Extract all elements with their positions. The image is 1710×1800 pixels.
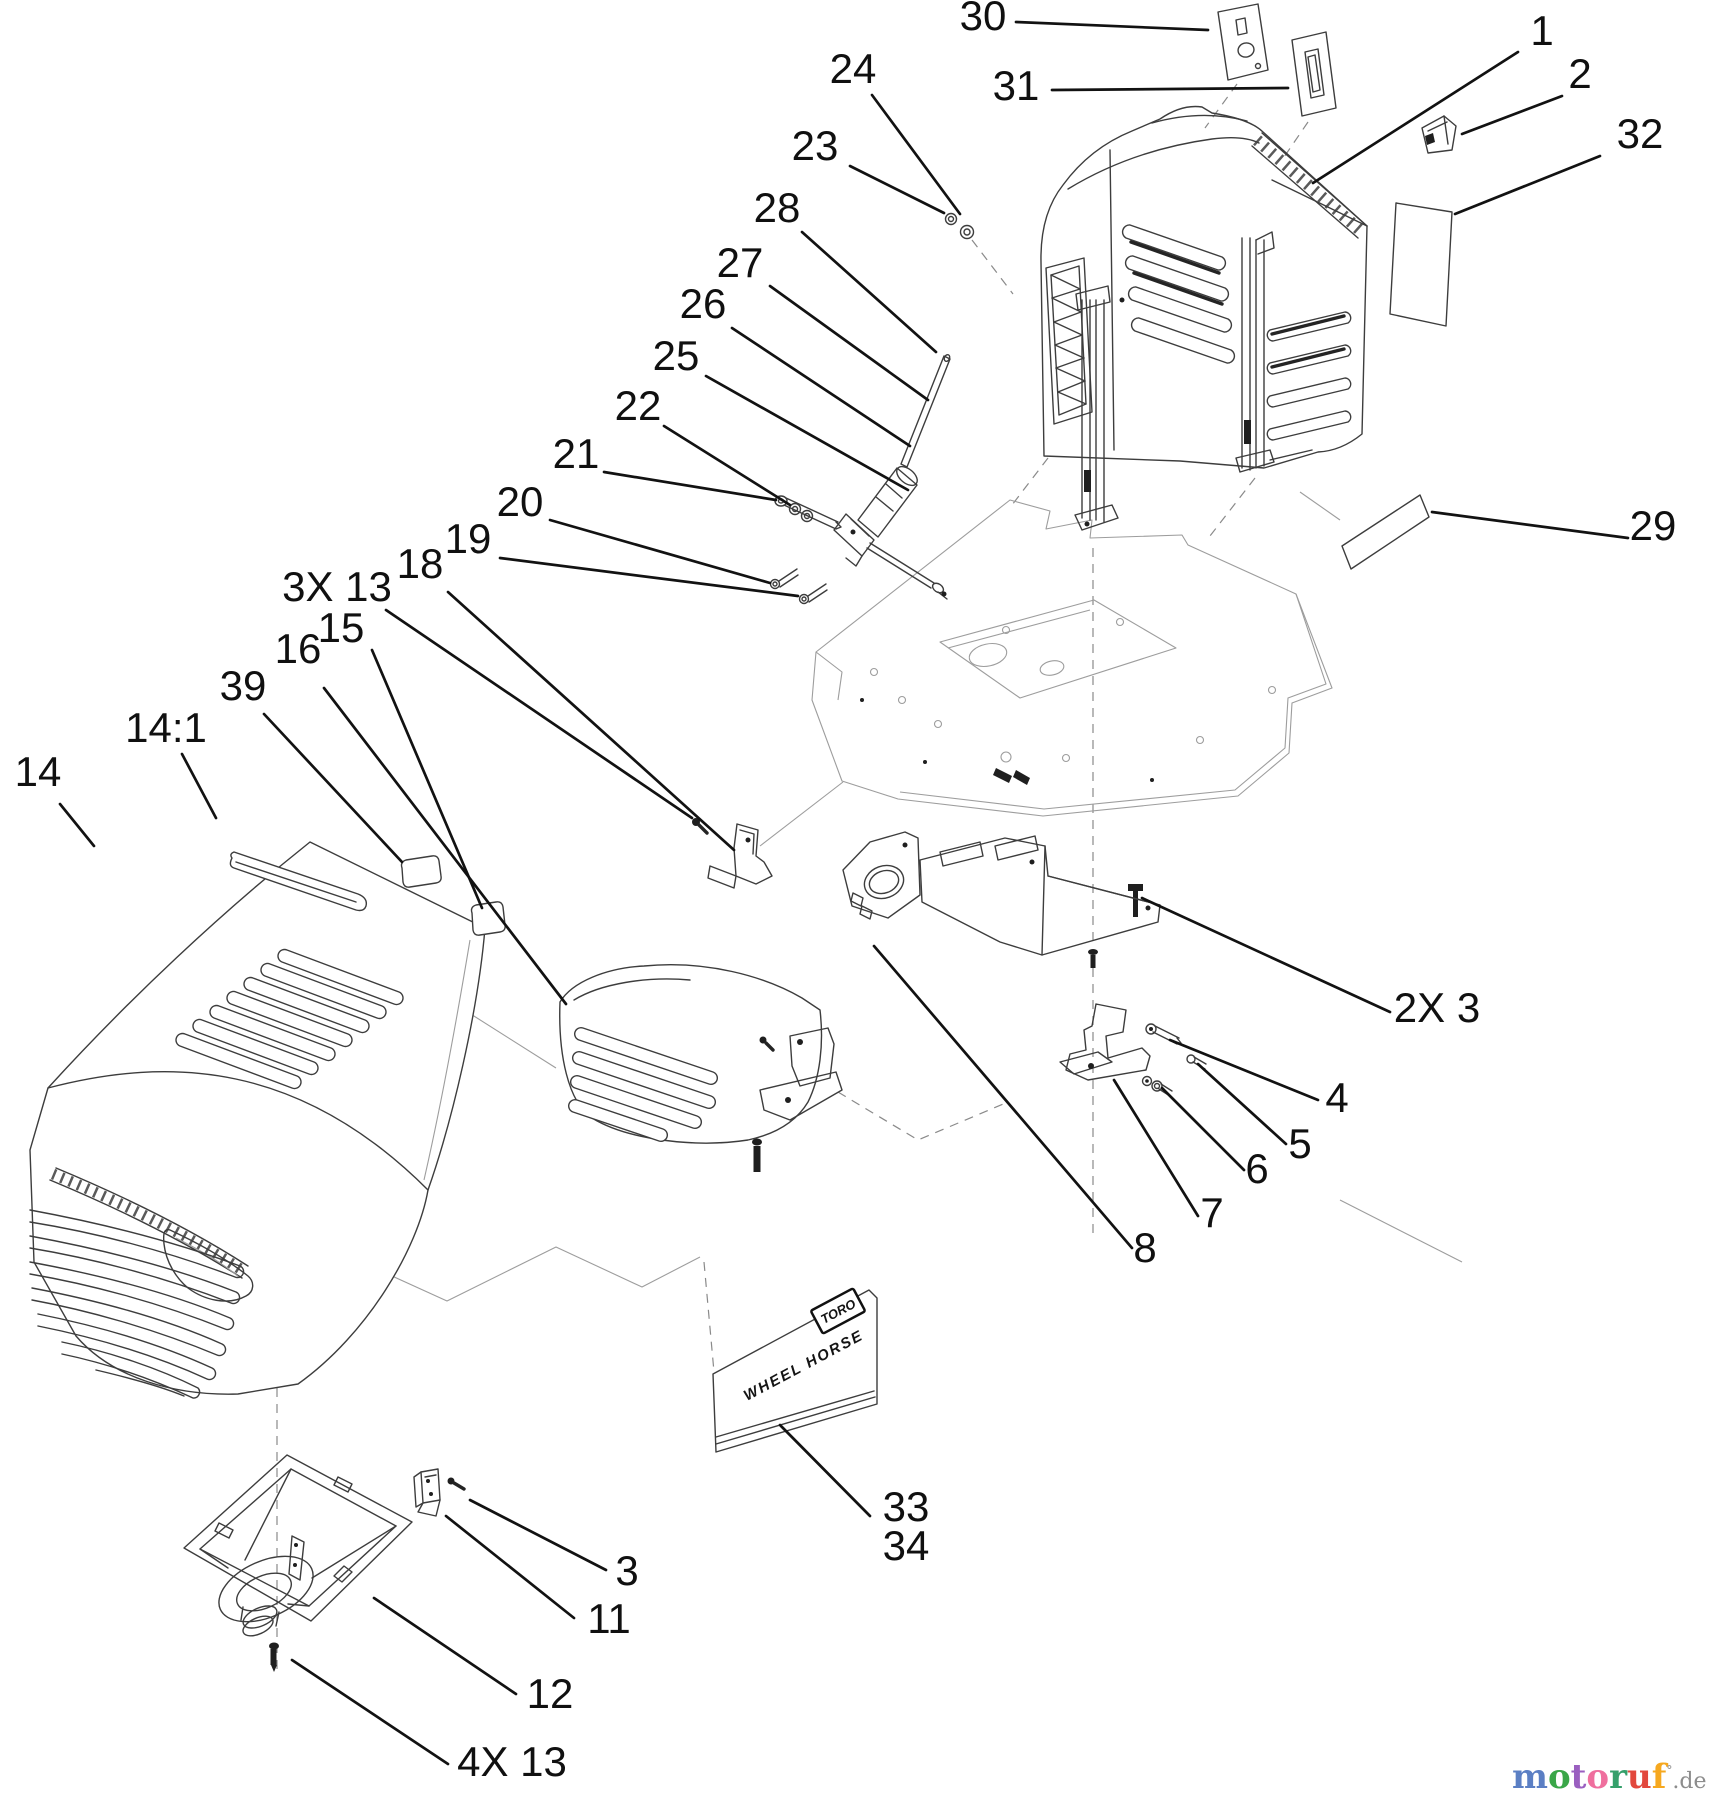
motoruf-logo[interactable]: motoruf°.de (1512, 1757, 1706, 1797)
latch-bracket-7 (1059, 949, 1151, 1081)
bolt-4x13 (269, 1642, 279, 1672)
callout-16: 16 (275, 625, 322, 672)
callout-23: 23 (792, 122, 839, 169)
callout-3x13: 3X 13 (282, 563, 392, 610)
callout-33: 33 (883, 1483, 930, 1530)
decal-29 (1341, 494, 1430, 570)
grille-housing-16 (559, 964, 843, 1172)
side-decal-33-34: TORO WHEEL HORSE (712, 1287, 878, 1453)
grille-bucket-12 (183, 1454, 413, 1637)
callout-30: 30 (960, 0, 1007, 39)
callout-2x3: 2X 3 (1394, 984, 1480, 1031)
callout-12: 12 (527, 1670, 574, 1717)
dash-tower-part-1 (1040, 105, 1368, 531)
callout-1: 1 (1530, 7, 1553, 54)
callout-18: 18 (397, 540, 444, 587)
wheel-horse-decal-text: WHEEL HORSE (741, 1327, 867, 1405)
callout-4x13: 4X 13 (457, 1738, 567, 1785)
callout-21: 21 (553, 430, 600, 477)
screw-13 (692, 818, 709, 835)
callout-39: 39 (220, 662, 267, 709)
callout-31: 31 (993, 62, 1040, 109)
screws-4-5-6 (1141, 1023, 1207, 1097)
callout-29: 29 (1630, 502, 1677, 549)
callout-19: 19 (445, 515, 492, 562)
leader-lines (58, 20, 1630, 1766)
callout-15: 15 (318, 604, 365, 651)
callout-20: 20 (497, 478, 544, 525)
dash-support-8 (842, 831, 1161, 956)
washers-23-24 (944, 212, 975, 240)
motoruf-watermark-link[interactable]: motoruf°.de (1512, 1757, 1706, 1797)
callout-8: 8 (1133, 1224, 1156, 1271)
callout-28: 28 (754, 184, 801, 231)
callout-34: 34 (883, 1522, 930, 1569)
callout-14-1: 14:1 (125, 704, 207, 751)
floor-pan-panel (811, 499, 1333, 817)
callout-6: 6 (1245, 1145, 1268, 1192)
callout-3: 3 (615, 1547, 638, 1594)
hood-part-14 (29, 841, 486, 1399)
callout-7: 7 (1200, 1189, 1223, 1236)
callout-5: 5 (1288, 1120, 1311, 1167)
callout-4: 4 (1325, 1074, 1348, 1121)
callout-2: 2 (1568, 50, 1591, 97)
callout-22: 22 (615, 382, 662, 429)
callout-32: 32 (1617, 110, 1664, 157)
latch-rod-assembly (769, 353, 951, 605)
pad-39 (400, 855, 442, 888)
callout-14: 14 (15, 748, 62, 795)
callout-labels: 30 31 24 23 28 27 26 25 22 21 20 19 18 3… (15, 0, 1677, 1785)
decal-plate-30 (1217, 3, 1269, 81)
panel-32 (1389, 202, 1453, 327)
hood-trim-14-1 (229, 851, 368, 912)
knob-part-2 (1421, 115, 1457, 154)
callout-26: 26 (680, 280, 727, 327)
callout-25: 25 (653, 332, 700, 379)
hinge-bracket-18 (707, 823, 773, 889)
decal-plate-31 (1291, 31, 1337, 117)
bracket-3-11 (413, 1468, 466, 1517)
callout-27: 27 (717, 239, 764, 286)
callout-24: 24 (830, 45, 877, 92)
callout-11: 11 (587, 1595, 631, 1642)
construction-guides (239, 83, 1463, 1676)
mount-bolt-2x3 (1128, 884, 1143, 917)
